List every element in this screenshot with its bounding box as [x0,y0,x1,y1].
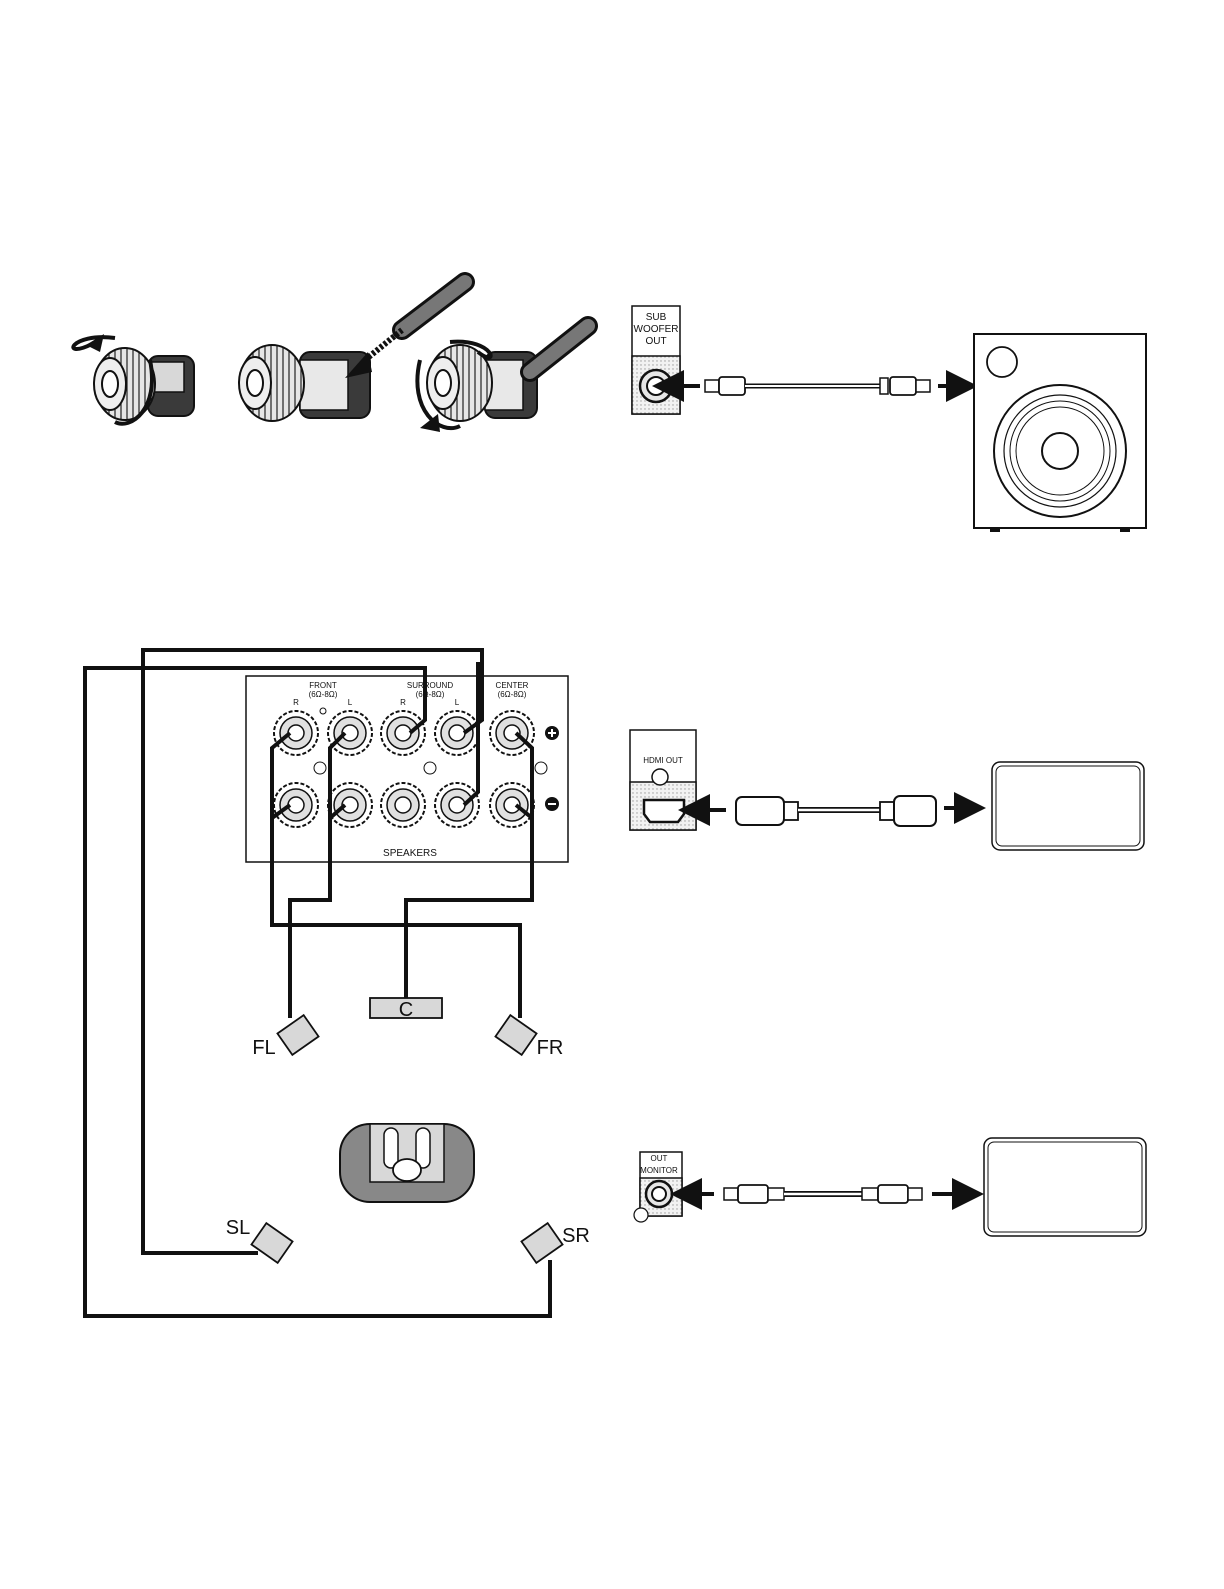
terminal-front-l-plus[interactable] [328,711,372,755]
surround-r-label: R [400,698,406,707]
terminal-front-l-minus[interactable] [328,783,372,827]
binding-post-step-3 [417,326,588,432]
speaker-sl: SL [226,1217,293,1263]
subwoofer-label-2: WOOFER [634,324,679,335]
terminal-surround-r-plus[interactable] [381,711,425,755]
listener-sofa [340,1124,474,1202]
speaker-terminal-panel: FRONT (6Ω-8Ω) SURROUND (6Ω-8Ω) CENTER (6… [246,676,568,862]
surround-label: SURROUND [407,681,453,690]
speaker-fl: FL [252,1015,318,1059]
subwoofer-speaker [974,334,1146,532]
speaker-sr: SR [521,1223,589,1263]
front-l-label: L [348,698,353,707]
binding-post-step-1 [73,334,194,424]
tv-display-hdmi [992,762,1144,850]
terminal-surround-l-minus[interactable] [435,783,479,827]
monitor-label-2: MONITOR [640,1166,678,1175]
speakers-label: SPEAKERS [383,848,437,859]
sr-label: SR [562,1225,590,1247]
hdmi-port[interactable] [644,800,684,822]
terminal-front-r-minus[interactable] [274,783,318,827]
terminal-front-r-plus[interactable] [274,711,318,755]
terminal-center-minus[interactable] [490,783,534,827]
fl-label: FL [252,1037,275,1059]
terminal-surround-l-plus[interactable] [435,711,479,755]
plus-icon [545,726,559,740]
subwoofer-out-panel: SUB WOOFER OUT [632,306,680,414]
hdmi-out-panel: HDMI OUT [630,730,696,830]
subwoofer-label-1: SUB [646,312,667,323]
front-impedance: (6Ω-8Ω) [309,690,338,699]
hdmi-label: HDMI OUT [643,756,683,765]
front-r-label: R [293,698,299,707]
monitor-out-panel: OUT MONITOR [634,1152,682,1222]
subwoofer-rca-cable [668,377,962,395]
monitor-label-1: OUT [651,1154,668,1163]
sl-label: SL [226,1217,250,1239]
c-label: C [399,999,413,1021]
tv-display-monitor [984,1138,1146,1236]
speaker-fr: FR [495,1015,563,1059]
center-label: CENTER [496,681,529,690]
surround-l-label: L [455,698,460,707]
subwoofer-label-3: OUT [645,336,666,347]
fr-label: FR [537,1037,564,1059]
front-label: FRONT [309,681,337,690]
terminal-surround-r-minus[interactable] [381,783,425,827]
surround-impedance: (6Ω-8Ω) [416,690,445,699]
speaker-center: C [370,998,442,1021]
center-impedance: (6Ω-8Ω) [498,690,527,699]
hdmi-cable [694,796,970,826]
terminal-center-plus[interactable] [490,711,534,755]
monitor-rca-cable [686,1185,968,1203]
minus-icon [545,797,559,811]
